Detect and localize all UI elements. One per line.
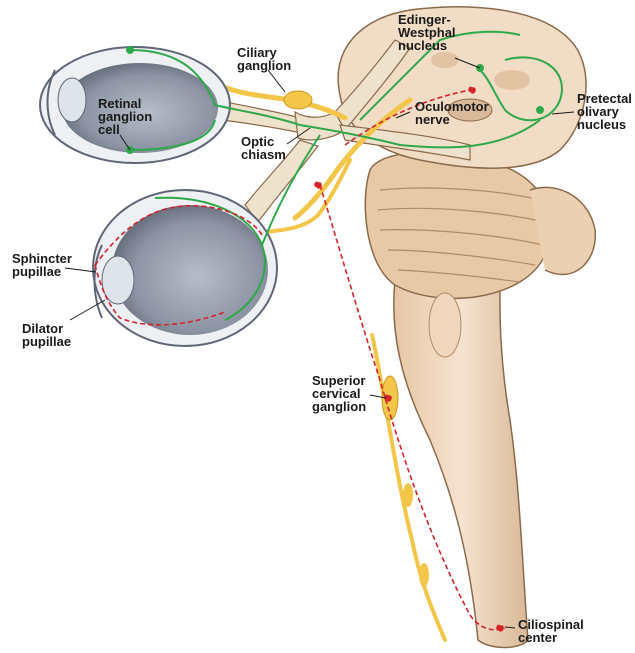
label-line: ganglion [237, 58, 291, 73]
nucleus-region [494, 70, 530, 90]
label-line: nucleus [577, 117, 626, 132]
label-line: center [518, 630, 557, 645]
label-line: cell [98, 122, 120, 137]
ciliary-ganglion-body [284, 91, 312, 109]
red-ciliospinal-dot [497, 625, 503, 631]
upper-eye-lens [58, 78, 86, 122]
chain-ganglion [419, 563, 429, 587]
red-nucleus-dot [469, 87, 475, 93]
label-line: pupillae [12, 264, 61, 279]
leader-ciliary [268, 70, 285, 92]
label-line: pupillae [22, 334, 71, 349]
label-line: chiasm [241, 147, 286, 162]
pretectal-dot [537, 107, 543, 113]
label-line: nucleus [398, 38, 447, 53]
retinal-ganglion-dot [127, 47, 133, 53]
pons [365, 152, 550, 298]
olive [429, 293, 461, 357]
label-line: ganglion [312, 399, 366, 414]
label-line: nerve [415, 112, 450, 127]
chain-ganglion [403, 483, 413, 507]
lower-eye [93, 190, 277, 346]
lower-eye-globe [112, 205, 268, 335]
nucleus-region [431, 52, 459, 68]
red-ganglion-dot [315, 182, 321, 188]
leader-sphincter [65, 268, 96, 272]
